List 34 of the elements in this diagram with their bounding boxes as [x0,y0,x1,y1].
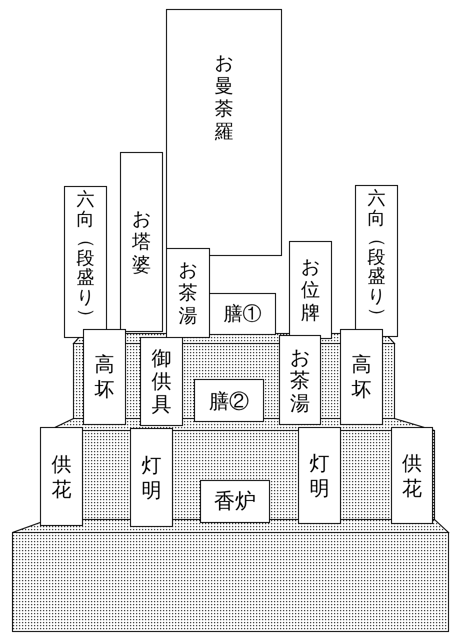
item-label: 高坏 [94,352,114,402]
item-label: 灯明 [310,450,330,500]
item-box [340,329,383,425]
item-label: 香炉 [214,488,256,514]
item-box [140,337,183,426]
item-label: お位牌 [301,256,320,324]
item-label: 六向（段盛り） [76,190,94,326]
item-box [83,329,126,425]
item-box [64,186,107,338]
item-label: 供花 [402,450,422,500]
item-label: 膳② [209,388,249,412]
item-label: 膳① [224,302,262,326]
item-box [130,428,173,527]
item-box [298,427,341,524]
item-label: 高坏 [352,352,372,402]
item-box [120,152,163,332]
item-label: 灯明 [142,452,162,502]
item-label: お曼荼羅 [214,52,234,144]
item-label: お茶湯 [290,346,310,414]
item-label: 御供具 [152,347,172,416]
item-box [200,480,270,523]
item-label: 六向（段盛り） [368,189,386,326]
item-label: お塔婆 [132,208,151,276]
item-box [166,9,282,256]
item-label: お茶湯 [178,258,198,328]
item-box [166,248,210,338]
item-label: 供花 [52,452,72,502]
item-box [209,293,276,335]
item-box [355,185,398,337]
item-box [40,427,83,526]
item-box [279,335,321,425]
item-box [391,427,433,524]
item-box [289,241,332,339]
item-box [194,379,264,422]
